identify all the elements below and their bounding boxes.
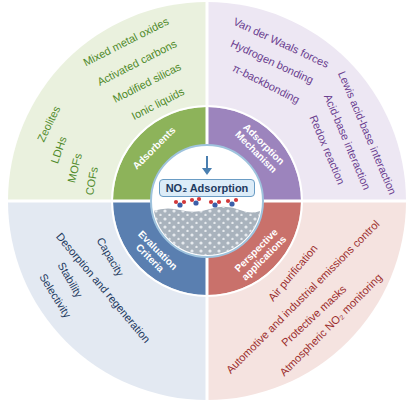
center-label: NO₂ Adsorption xyxy=(166,182,249,194)
mechanism-sector: Adsorption MechanismVan der Waals forces… xyxy=(207,0,414,201)
list-item: MOFs xyxy=(65,152,85,184)
adsorption-arrow xyxy=(202,156,212,175)
list-item: LDHs xyxy=(49,135,70,165)
ring-heading: Adsorbents xyxy=(122,116,185,179)
ring-heading: Evaluation Criteria xyxy=(119,219,190,290)
adsorbents-sector: AdsorbentsMixed metal oxidesActivated ca… xyxy=(0,0,207,201)
applications-sector: Perspective applicationsAir purification… xyxy=(207,201,414,402)
criteria-sector: Evaluation CriteriaCapacityDesorption an… xyxy=(0,201,207,402)
list-item: COFs xyxy=(83,165,101,196)
ring-border xyxy=(112,106,302,296)
ring-heading: Adsorption Mechanism xyxy=(225,113,296,184)
center-label-box: NO₂ Adsorption xyxy=(159,179,256,197)
